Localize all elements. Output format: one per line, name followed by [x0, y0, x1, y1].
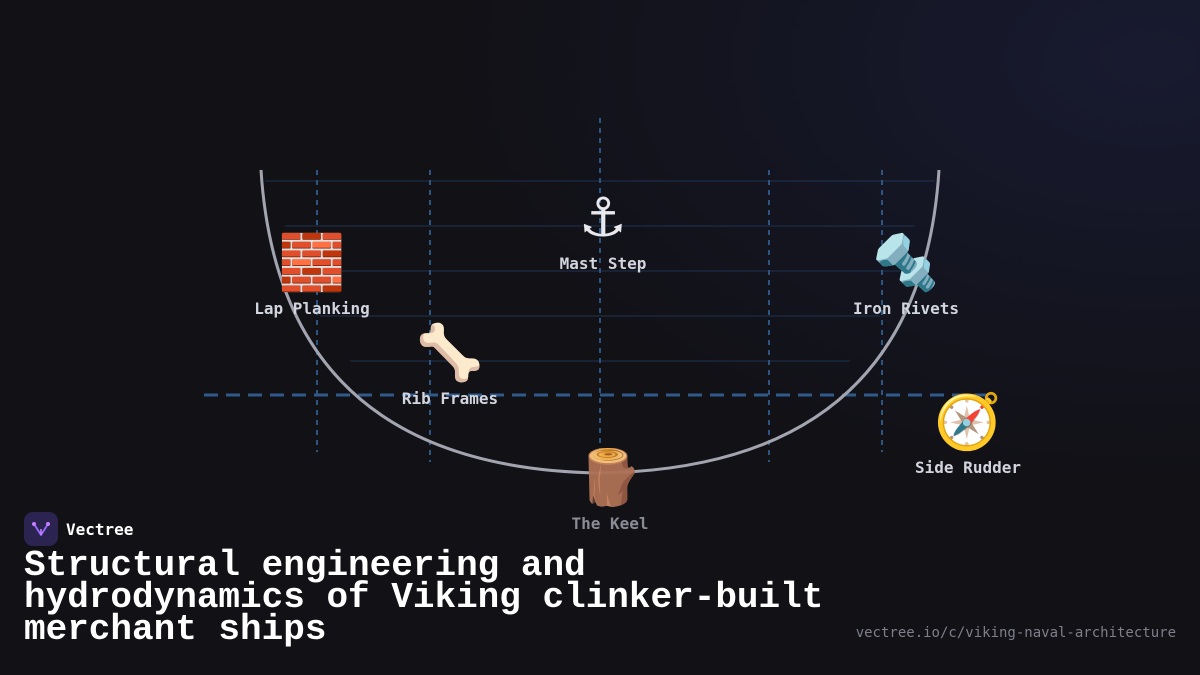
- node-iron-rivets[interactable]: 🔩 Iron Rivets: [853, 231, 959, 319]
- page-title: Structural engineering and hydrodynamics…: [24, 545, 824, 650]
- brick-icon: 🧱: [278, 231, 346, 294]
- node-label: Rib Frames: [401, 389, 499, 408]
- hull-grid: [204, 118, 996, 462]
- node-label: Side Rudder: [915, 458, 1021, 477]
- node-label: Lap Planking: [254, 299, 370, 318]
- hull-outline: [259, 169, 941, 475]
- node-the-keel[interactable]: 🪵 The Keel: [571, 446, 649, 534]
- nut-and-bolt-icon: 🔩: [872, 231, 940, 294]
- node-mast-step[interactable]: ⚓ Mast Step: [559, 186, 647, 274]
- anchor-icon: ⚓: [578, 186, 628, 249]
- page-url[interactable]: vectree.io/c/viking-naval-architecture: [855, 625, 1176, 641]
- brand[interactable]: Vectree: [24, 512, 133, 546]
- vectree-logo-icon: [24, 512, 58, 546]
- brand-name: Vectree: [66, 519, 134, 539]
- node-side-rudder[interactable]: 🧭 Side Rudder: [915, 390, 1021, 478]
- node-label: The Keel: [571, 514, 649, 533]
- node-rib-frames[interactable]: 🦴 Rib Frames: [401, 321, 499, 409]
- node-label: Mast Step: [559, 254, 647, 273]
- wood-log-icon: 🪵: [576, 446, 644, 509]
- node-lap-planking[interactable]: 🧱 Lap Planking: [254, 231, 370, 319]
- bone-icon: 🦴: [416, 321, 484, 384]
- node-label: Iron Rivets: [853, 299, 959, 318]
- compass-icon: 🧭: [934, 390, 1002, 453]
